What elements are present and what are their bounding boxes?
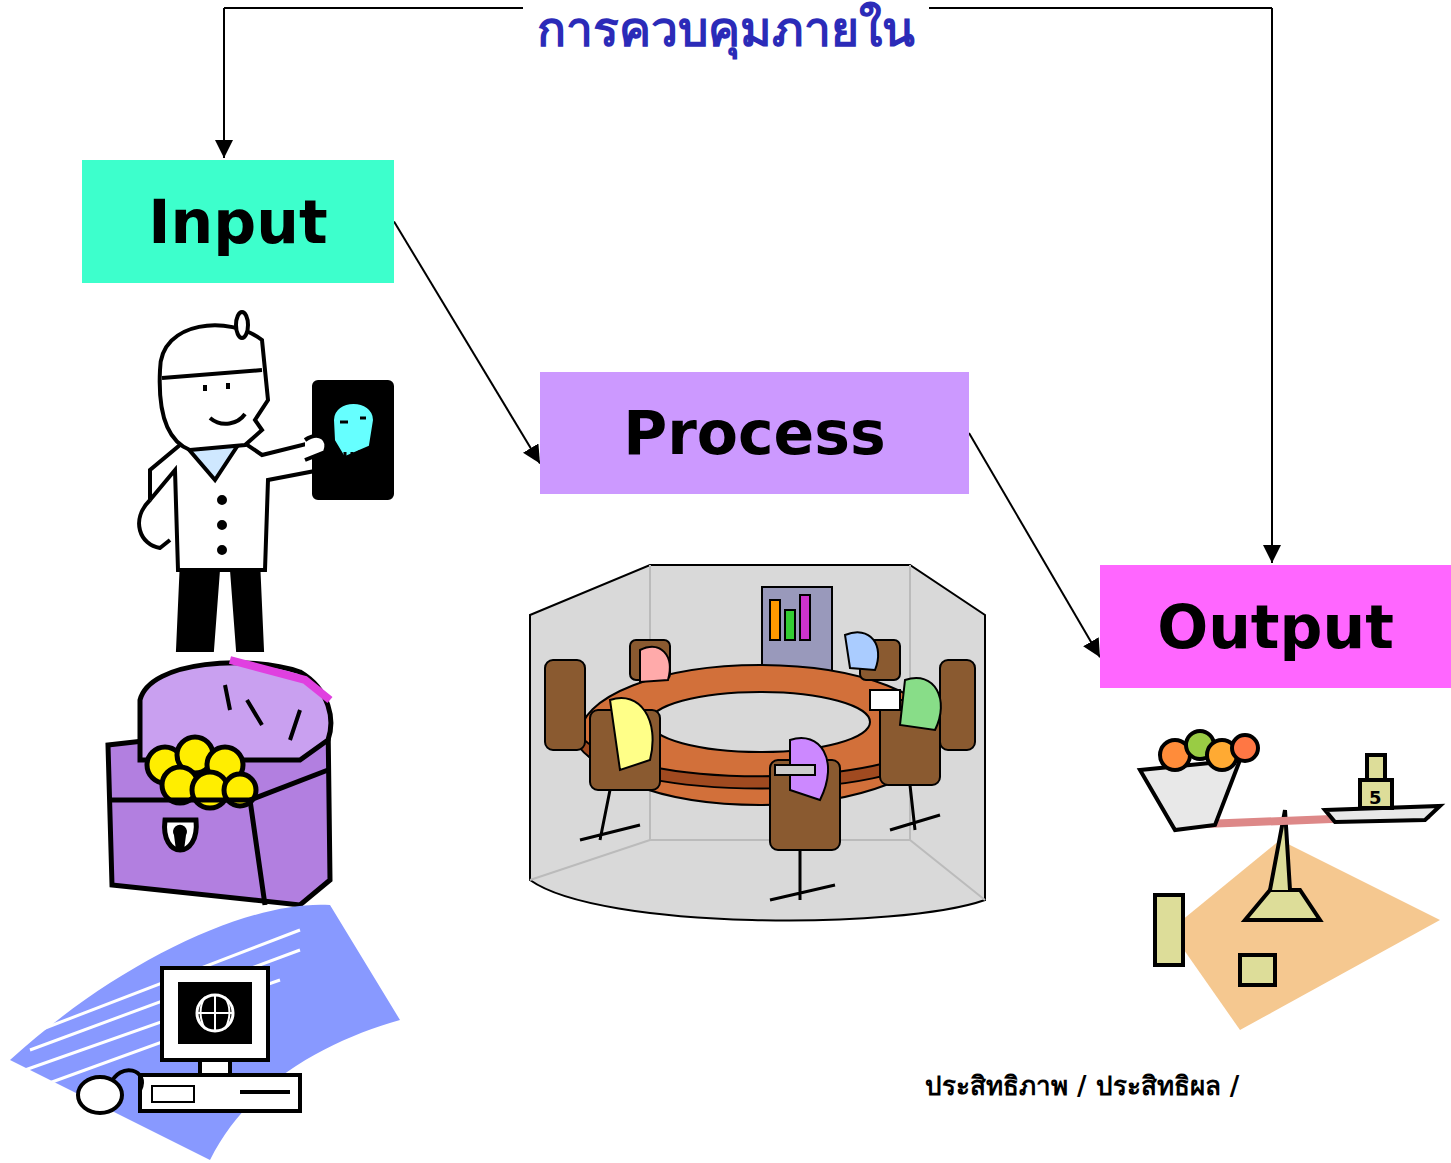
control-bracket bbox=[224, 8, 1272, 563]
computer-icon bbox=[10, 905, 400, 1160]
fruit-scale bbox=[1140, 731, 1440, 1030]
stage-label: Input bbox=[148, 189, 327, 255]
weight-number: 5 bbox=[1369, 787, 1382, 808]
meeting-room bbox=[530, 565, 985, 920]
outcome-note: ประสิทธิภาพ / ประสิทธิผล / bbox=[925, 1065, 1239, 1106]
stage-label: Process bbox=[623, 400, 885, 466]
stage-label: Output bbox=[1157, 594, 1394, 660]
diagram-title: การควบคุมภายใน bbox=[523, 0, 929, 58]
flow-arrow bbox=[969, 433, 1100, 657]
doctor-figure bbox=[139, 312, 392, 650]
stage-box: Input bbox=[82, 160, 394, 283]
stage-box: Process bbox=[540, 372, 969, 494]
stage-box: Output bbox=[1100, 565, 1451, 688]
flow-arrow bbox=[394, 222, 540, 464]
treasure-chest bbox=[108, 660, 331, 905]
title-wrap: การควบคุมภายใน bbox=[0, 0, 1451, 58]
